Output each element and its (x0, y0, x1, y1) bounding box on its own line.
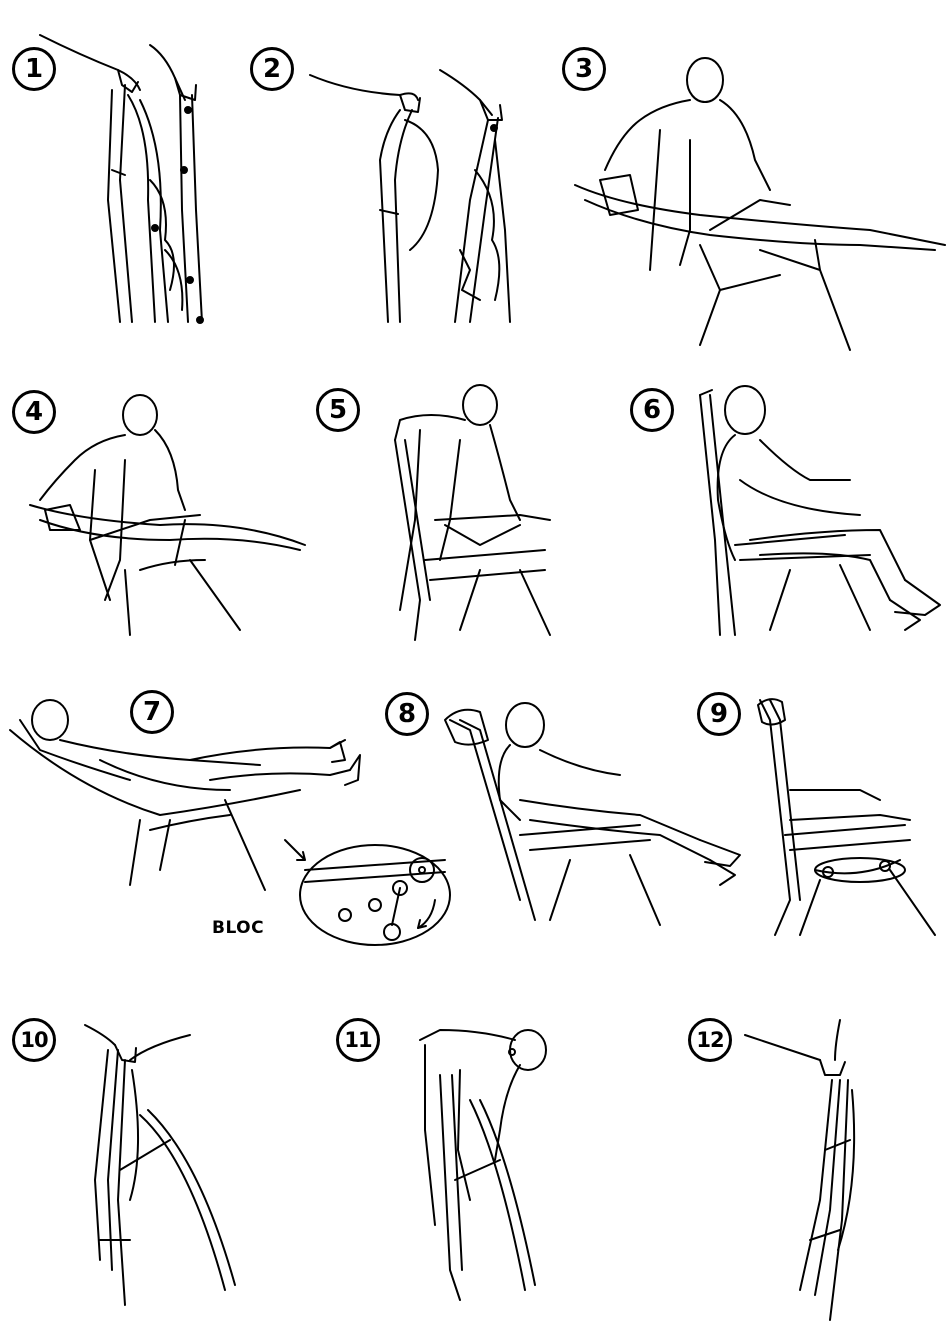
step-4-illustration (30, 395, 305, 635)
step-2-badge: 2 (250, 47, 294, 91)
step-5-illustration (395, 385, 550, 640)
step-8-illustration (445, 703, 740, 925)
step-8-badge: 8 (385, 692, 429, 736)
step-9-badge: 9 (697, 692, 741, 736)
step-5-badge: 5 (316, 388, 360, 432)
bloc-detail (285, 840, 450, 945)
step-3-badge: 3 (562, 47, 606, 91)
step-6-badge: 6 (630, 388, 674, 432)
step-10-badge: 10 (12, 1018, 56, 1062)
step-7-illustration (10, 700, 360, 890)
step-10-illustration (85, 1025, 235, 1305)
step-4-badge: 4 (12, 390, 56, 434)
step-1-illustration (40, 35, 203, 323)
step-6-illustration (700, 386, 940, 635)
step-12-badge: 12 (688, 1018, 732, 1062)
step-2-illustration (310, 70, 510, 322)
bloc-label: BLOC (212, 918, 264, 938)
step-11-badge: 11 (336, 1018, 380, 1062)
step-7-badge: 7 (130, 690, 174, 734)
step-11-illustration (420, 1030, 546, 1300)
step-1-badge: 1 (12, 47, 56, 91)
step-9-illustration (758, 699, 935, 935)
step-3-illustration (575, 58, 945, 350)
step-12-illustration (745, 1020, 854, 1320)
